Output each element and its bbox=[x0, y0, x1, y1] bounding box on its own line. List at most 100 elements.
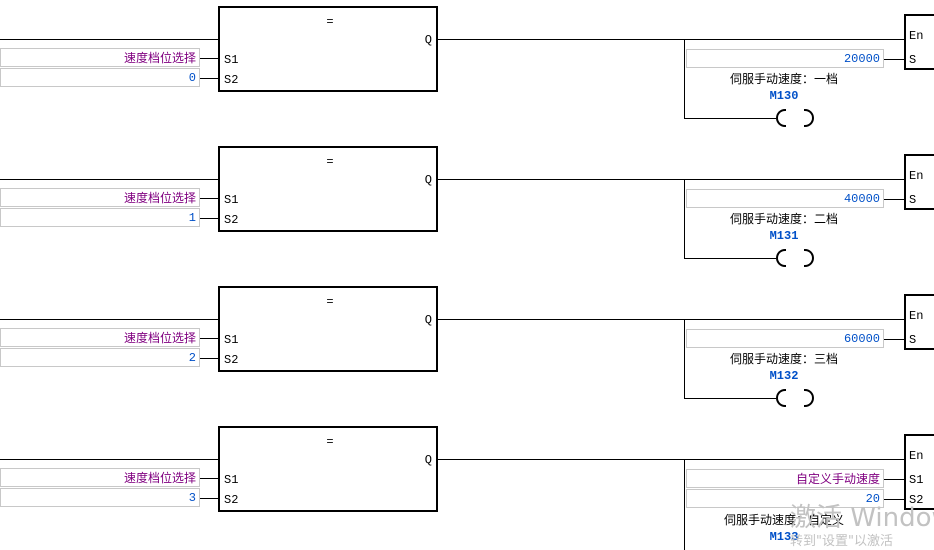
compare-operator-label: = bbox=[326, 15, 334, 29]
s1-wire bbox=[200, 338, 218, 339]
rung-input-wire bbox=[0, 39, 218, 40]
s2-wire bbox=[200, 78, 218, 79]
coil-right-arc-icon bbox=[804, 249, 814, 267]
s1-wire bbox=[200, 58, 218, 59]
compare-operator-label: = bbox=[326, 295, 334, 309]
output-comment: 伺服手动速度：三档 bbox=[729, 352, 838, 366]
branch-vertical-wire bbox=[684, 179, 685, 259]
compare-block[interactable]: = Q S1 S2 bbox=[218, 146, 438, 232]
move-s2-wire bbox=[884, 499, 904, 500]
coil-address-label: M133 bbox=[769, 530, 799, 544]
move-source-box[interactable]: 20000 bbox=[686, 49, 884, 68]
ladder-rung[interactable]: = Q S1 S2 速度档位选择 1 40000 En S 伺服手动速度：二档 … bbox=[0, 140, 934, 280]
move-pin-en-label: En bbox=[909, 309, 924, 323]
branch-vertical-wire bbox=[684, 459, 685, 550]
compare-operator-label: = bbox=[326, 155, 334, 169]
move-source-value: 40000 bbox=[843, 192, 880, 206]
output-coil[interactable] bbox=[776, 249, 814, 267]
coil-left-arc-icon bbox=[776, 249, 786, 267]
compare-output-pin-label: Q bbox=[424, 453, 432, 467]
compare-s1-operand-text: 速度档位选择 bbox=[123, 51, 196, 65]
move-pin-en-label: En bbox=[909, 169, 924, 183]
coil-address-label: M130 bbox=[769, 89, 799, 103]
coil-address-label: M131 bbox=[769, 229, 799, 243]
compare-pin-s2-label: S2 bbox=[224, 73, 239, 87]
compare-s2-operand-text: 3 bbox=[188, 491, 196, 505]
watermark-subtitle: 转到"设置"以激活 bbox=[790, 534, 893, 549]
compare-pin-s1-label: S1 bbox=[224, 473, 239, 487]
compare-s2-operand-box[interactable]: 1 bbox=[0, 208, 200, 227]
compare-s2-operand-text: 1 bbox=[188, 211, 196, 225]
move-block[interactable]: En S bbox=[904, 14, 934, 70]
coil-address-label: M132 bbox=[769, 369, 799, 383]
move-block[interactable]: En S1 S2 bbox=[904, 434, 934, 510]
move-source-label-box[interactable]: 自定义手动速度 bbox=[686, 469, 884, 488]
compare-s2-operand-text: 0 bbox=[188, 71, 196, 85]
move-source-wire bbox=[884, 339, 904, 340]
move-block[interactable]: En S bbox=[904, 294, 934, 350]
output-comment: 伺服手动速度：一档 bbox=[729, 72, 838, 86]
move-source-box[interactable]: 60000 bbox=[686, 329, 884, 348]
compare-s1-operand-box[interactable]: 速度档位选择 bbox=[0, 468, 200, 487]
move-pin-s1-label: S1 bbox=[909, 473, 924, 487]
rung-input-wire bbox=[0, 319, 218, 320]
compare-s1-operand-box[interactable]: 速度档位选择 bbox=[0, 188, 200, 207]
compare-s2-operand-box[interactable]: 3 bbox=[0, 488, 200, 507]
compare-output-pin-label: Q bbox=[424, 313, 432, 327]
move-source-wire bbox=[884, 199, 904, 200]
coil-wire bbox=[684, 258, 776, 259]
compare-s1-operand-box[interactable]: 速度档位选择 bbox=[0, 328, 200, 347]
move-source-box[interactable]: 20 bbox=[686, 489, 884, 508]
rung-output-wire bbox=[438, 179, 904, 180]
move-pin-s-label: S bbox=[909, 193, 917, 207]
compare-s1-operand-box[interactable]: 速度档位选择 bbox=[0, 48, 200, 67]
compare-block[interactable]: = Q S1 S2 bbox=[218, 286, 438, 372]
output-comment: 伺服手动速度：二档 bbox=[729, 212, 838, 226]
move-s1-wire bbox=[884, 479, 904, 480]
move-source-value: 60000 bbox=[843, 332, 880, 346]
compare-s2-operand-box[interactable]: 0 bbox=[0, 68, 200, 87]
compare-s1-operand-text: 速度档位选择 bbox=[123, 191, 196, 205]
branch-vertical-wire bbox=[684, 319, 685, 399]
rung-output-wire bbox=[438, 39, 904, 40]
move-pin-s-label: S bbox=[909, 53, 917, 67]
compare-pin-s2-label: S2 bbox=[224, 353, 239, 367]
move-block[interactable]: En S bbox=[904, 154, 934, 210]
ladder-rung[interactable]: = Q S1 S2 速度档位选择 2 60000 En S 伺服手动速度：三档 … bbox=[0, 280, 934, 420]
compare-s2-operand-box[interactable]: 2 bbox=[0, 348, 200, 367]
s2-wire bbox=[200, 498, 218, 499]
s1-wire bbox=[200, 478, 218, 479]
coil-wire bbox=[684, 118, 776, 119]
move-source-box[interactable]: 40000 bbox=[686, 189, 884, 208]
compare-pin-s1-label: S1 bbox=[224, 193, 239, 207]
coil-right-arc-icon bbox=[804, 109, 814, 127]
rung-input-wire bbox=[0, 459, 218, 460]
s2-wire bbox=[200, 358, 218, 359]
move-source-wire bbox=[884, 59, 904, 60]
compare-block[interactable]: = Q S1 S2 bbox=[218, 426, 438, 512]
compare-s1-operand-text: 速度档位选择 bbox=[123, 331, 196, 345]
move-pin-en-label: En bbox=[909, 29, 924, 43]
compare-pin-s1-label: S1 bbox=[224, 53, 239, 67]
compare-operator-label: = bbox=[326, 435, 334, 449]
rung-output-wire bbox=[438, 319, 904, 320]
move-pin-s-label: S bbox=[909, 333, 917, 347]
compare-s1-operand-text: 速度档位选择 bbox=[123, 471, 196, 485]
move-pin-en-label: En bbox=[909, 449, 924, 463]
ladder-rung[interactable]: = Q S1 S2 速度档位选择 0 20000 En S 伺服手动速度：一档 … bbox=[0, 0, 934, 140]
rung-output-wire bbox=[438, 459, 904, 460]
s2-wire bbox=[200, 218, 218, 219]
output-comment: 伺服手动速度：自定义 bbox=[723, 513, 844, 527]
coil-left-arc-icon bbox=[776, 389, 786, 407]
output-coil[interactable] bbox=[776, 109, 814, 127]
ladder-rung[interactable]: = Q S1 S2 速度档位选择 3 自定义手动速度 20 En S1 S2 伺… bbox=[0, 420, 934, 550]
coil-left-arc-icon bbox=[776, 109, 786, 127]
move-source-value: 20 bbox=[865, 492, 880, 506]
branch-vertical-wire bbox=[684, 39, 685, 119]
compare-block[interactable]: = Q S1 S2 bbox=[218, 6, 438, 92]
output-coil[interactable] bbox=[776, 389, 814, 407]
compare-pin-s1-label: S1 bbox=[224, 333, 239, 347]
windows-activation-watermark: 激活 Windows 转到"设置"以激活 bbox=[790, 504, 934, 550]
compare-output-pin-label: Q bbox=[424, 173, 432, 187]
